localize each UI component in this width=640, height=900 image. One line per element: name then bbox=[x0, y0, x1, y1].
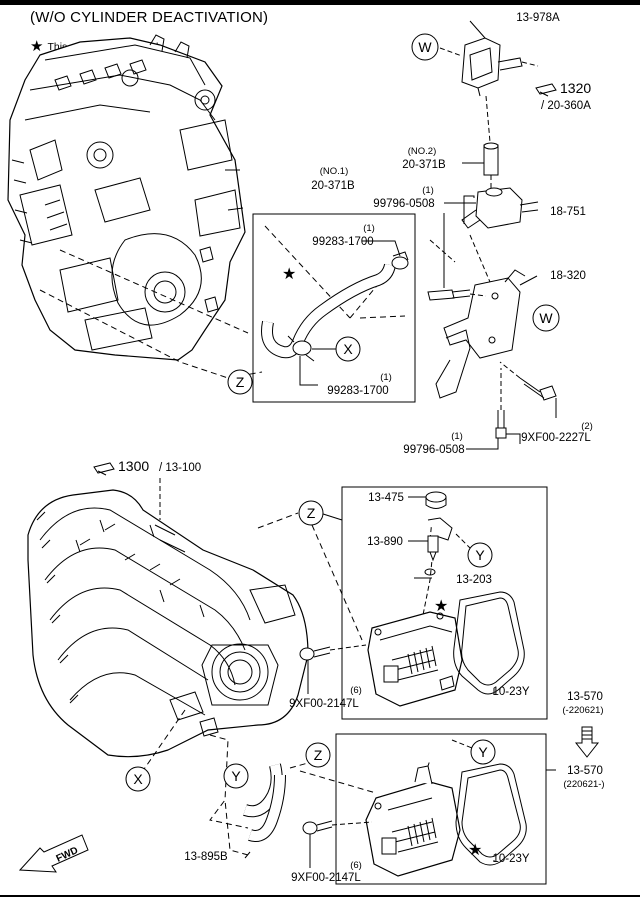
book-reference-icon bbox=[535, 83, 557, 97]
ref-1300-sub: / 13-100 bbox=[159, 462, 201, 474]
label-13-475: 13-475 bbox=[368, 492, 404, 504]
callout-x-hose: X bbox=[335, 336, 361, 362]
callout-z-top: Z bbox=[227, 369, 253, 395]
hose-clip-lower bbox=[287, 335, 315, 362]
oil-separator-b bbox=[365, 765, 461, 877]
bracket-18320 bbox=[435, 269, 526, 399]
callout-z-box-b: Z bbox=[305, 742, 331, 768]
label-99796-0508-bottom-qty: (1) bbox=[451, 431, 463, 442]
svg-text:Z: Z bbox=[314, 747, 323, 763]
svg-text:W: W bbox=[418, 39, 432, 55]
label-13-203: 13-203 bbox=[456, 574, 492, 586]
ref-1320: 1320 bbox=[560, 80, 591, 96]
label-20-371B-no1: 20-371B bbox=[311, 180, 355, 192]
svg-text:Z: Z bbox=[307, 505, 316, 521]
label-13-570-b-date: (220621-) bbox=[563, 779, 604, 790]
not-serviced-star-sep-b: ★ bbox=[468, 842, 482, 859]
label-99796-0508-top-qty: (1) bbox=[422, 185, 434, 196]
gasket-10-23Y-b bbox=[455, 763, 527, 866]
hose-detail-box bbox=[252, 213, 416, 403]
star-symbol: ★ bbox=[30, 38, 44, 55]
engine-block bbox=[7, 34, 246, 361]
label-99796-0508-top: 99796-0508 bbox=[373, 198, 434, 210]
hose-no2 bbox=[483, 142, 499, 176]
separator-box-late bbox=[335, 733, 547, 885]
label-13-978A: 13-978A bbox=[516, 12, 560, 24]
bolt-99796-lower bbox=[495, 410, 507, 439]
label-13-570-a: 13-570 bbox=[567, 691, 603, 703]
svg-text:Y: Y bbox=[475, 547, 485, 563]
svg-text:Z: Z bbox=[236, 374, 245, 390]
callout-y-box-a: Y bbox=[467, 542, 493, 568]
o-ring-13203 bbox=[424, 568, 436, 576]
cap-13475 bbox=[425, 491, 447, 509]
hose-13895B bbox=[243, 763, 286, 842]
not-serviced-star-hose: ★ bbox=[282, 266, 296, 283]
down-arrow-icon bbox=[574, 726, 600, 758]
label-13-890: 13-890 bbox=[367, 536, 403, 548]
callout-w-top: W bbox=[411, 33, 439, 61]
not-serviced-star-sep-a: ★ bbox=[434, 598, 448, 615]
label-9XF00-2147L-a: 9XF00-2147L bbox=[289, 698, 359, 710]
ref-1320-sub: / 20-360A bbox=[541, 100, 591, 112]
label-18-320: 18-320 bbox=[550, 270, 586, 282]
label-18-751: 18-751 bbox=[550, 206, 586, 218]
label-20-371B-no2: 20-371B bbox=[402, 159, 446, 171]
label-9XF00-2227L: 9XF00-2227L bbox=[521, 432, 591, 444]
bottom-rule bbox=[0, 895, 640, 897]
book-reference-icon bbox=[93, 462, 115, 476]
top-rule bbox=[0, 0, 640, 5]
label-13-570-b: 13-570 bbox=[567, 765, 603, 777]
callout-y-box-b: Y bbox=[470, 739, 496, 765]
label-10-23Y-b: 10-23Y bbox=[492, 853, 529, 865]
label-9XF00-2227L-qty: (2) bbox=[581, 421, 593, 432]
bolt-9XF00-2147L-b bbox=[302, 820, 333, 835]
svg-text:X: X bbox=[133, 771, 143, 787]
hose-clip-upper bbox=[391, 251, 409, 270]
forward-arrow-icon bbox=[18, 834, 89, 873]
pcv-valve-13890 bbox=[427, 517, 453, 562]
ref-1300: 1300 bbox=[118, 458, 149, 474]
label-99283-1700-bottom: 99283-1700 bbox=[327, 385, 388, 397]
label-20-371B-no1-qualifier: (NO.1) bbox=[320, 166, 349, 177]
oil-separator-a bbox=[367, 611, 463, 707]
bolt-9XF00-2147L-a bbox=[299, 646, 331, 661]
label-20-371B-no2-qualifier: (NO.2) bbox=[408, 146, 437, 157]
callout-w-bracket: W bbox=[532, 304, 560, 332]
label-99283-1700-top: 99283-1700 bbox=[312, 236, 373, 248]
svg-text:Y: Y bbox=[231, 768, 241, 784]
label-9XF00-2147L-a-qty: (6) bbox=[350, 685, 362, 696]
label-13-570-a-date: (-220621) bbox=[562, 705, 603, 716]
solenoid-valve-18751 bbox=[461, 187, 539, 229]
label-9XF00-2147L-b: 9XF00-2147L bbox=[291, 872, 361, 884]
intake-manifold bbox=[27, 489, 309, 758]
gasket-10-23Y-a bbox=[453, 591, 525, 695]
hose-no1 bbox=[261, 263, 396, 359]
label-13-895B: 13-895B bbox=[184, 851, 228, 863]
page-title: (W/O CYLINDER DEACTIVATION) bbox=[30, 9, 269, 26]
vacuum-switch-13978A bbox=[461, 37, 523, 97]
svg-text:W: W bbox=[539, 310, 553, 326]
label-99283-1700-top-qty: (1) bbox=[363, 223, 375, 234]
label-9XF00-2147L-b-qty: (6) bbox=[350, 860, 362, 871]
callout-x-manifold: X bbox=[125, 766, 151, 792]
label-99796-0508-bottom: 99796-0508 bbox=[403, 444, 464, 456]
svg-text:X: X bbox=[343, 341, 353, 357]
svg-text:Y: Y bbox=[478, 744, 488, 760]
bolt-9XF00-2227L bbox=[519, 377, 557, 401]
separator-box-early bbox=[341, 486, 548, 720]
bolt-99796-upper bbox=[427, 289, 471, 301]
label-10-23Y-a: 10-23Y bbox=[492, 686, 529, 698]
callout-y-manifold: Y bbox=[223, 763, 249, 789]
label-99283-1700-bottom-qty: (1) bbox=[380, 372, 392, 383]
callout-z-box-a: Z bbox=[298, 500, 324, 526]
